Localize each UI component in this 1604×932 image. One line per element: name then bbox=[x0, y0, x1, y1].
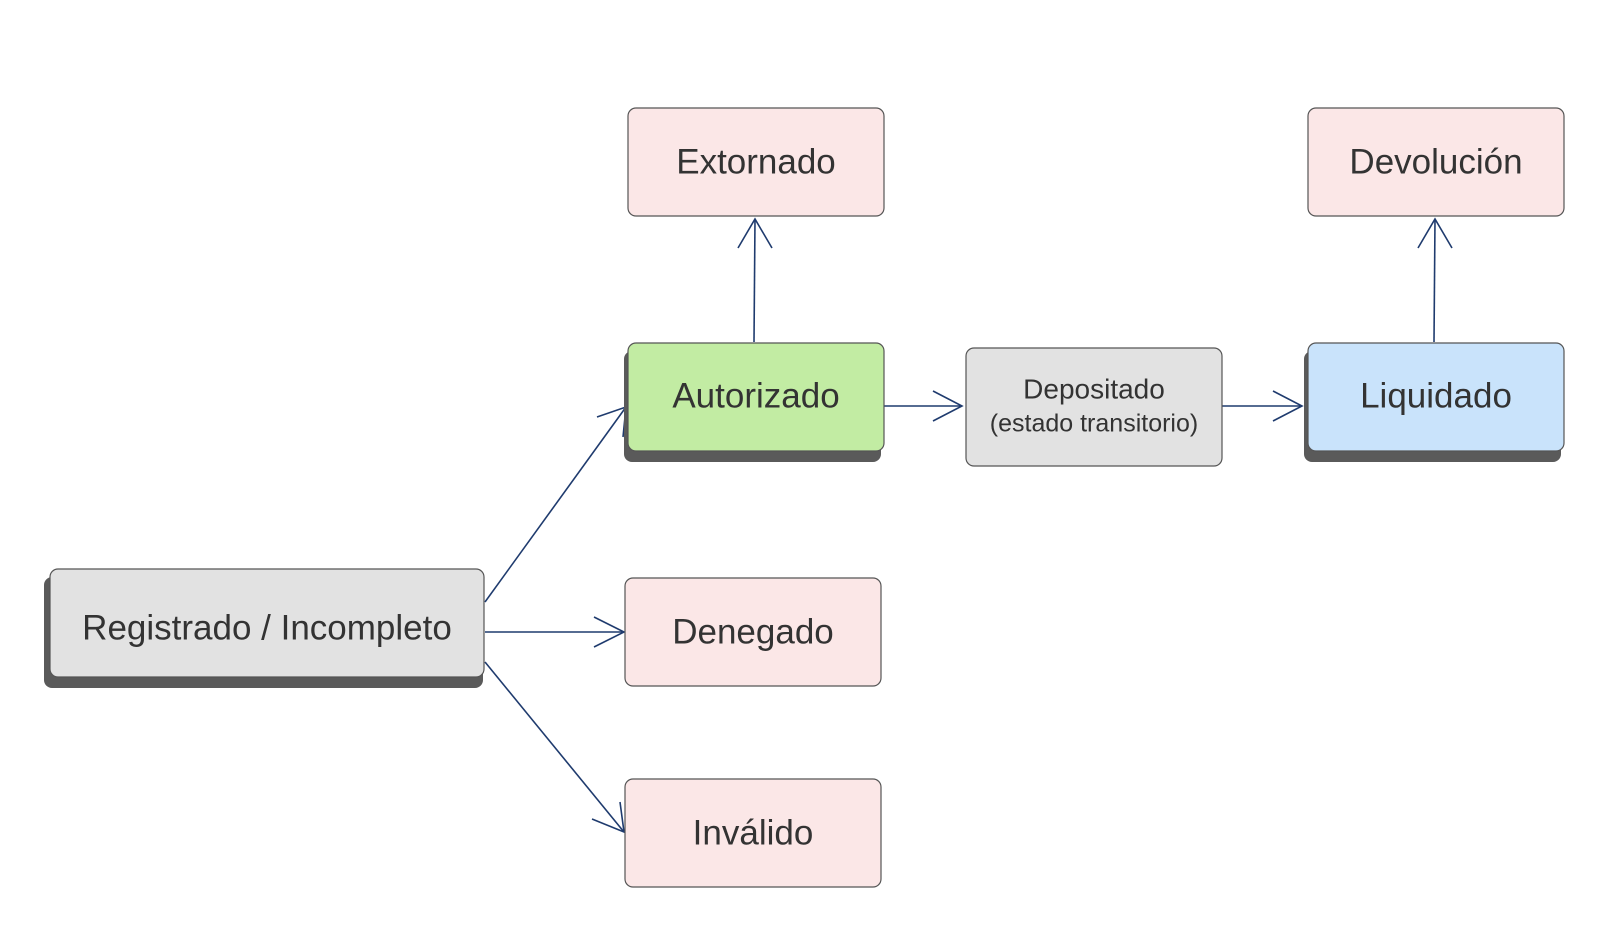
node-registrado-label: Registrado / Incompleto bbox=[82, 608, 452, 647]
edge-autorizado-extornado bbox=[737, 217, 773, 343]
node-denegado-label: Denegado bbox=[672, 612, 834, 651]
node-denegado[interactable]: Denegado bbox=[624, 577, 882, 687]
node-liquidado-label: Liquidado bbox=[1360, 376, 1512, 415]
node-registrado[interactable]: Registrado / Incompleto bbox=[44, 568, 485, 688]
edge-autorizado-depositado bbox=[884, 390, 964, 422]
node-depositado-sublabel: (estado transitorio) bbox=[990, 410, 1198, 438]
edges bbox=[484, 217, 1453, 834]
node-extornado-label: Extornado bbox=[676, 142, 836, 181]
node-invalido-label: Inválido bbox=[693, 813, 814, 852]
edge-registrado-denegado bbox=[485, 616, 626, 648]
edge-registrado-autorizado bbox=[484, 405, 627, 603]
node-devolucion-label: Devolución bbox=[1349, 142, 1522, 181]
edge-registrado-invalido bbox=[484, 661, 625, 834]
node-devolucion[interactable]: Devolución bbox=[1307, 107, 1565, 217]
node-autorizado-label: Autorizado bbox=[672, 376, 839, 415]
node-extornado[interactable]: Extornado bbox=[627, 107, 885, 217]
node-liquidado[interactable]: Liquidado bbox=[1304, 342, 1565, 462]
node-autorizado[interactable]: Autorizado bbox=[624, 342, 885, 462]
node-depositado[interactable]: Depositado (estado transitorio) bbox=[965, 347, 1223, 467]
edge-liquidado-devolucion bbox=[1417, 217, 1453, 343]
edge-depositado-liquidado bbox=[1221, 390, 1304, 422]
node-invalido[interactable]: Inválido bbox=[624, 778, 882, 888]
node-depositado-label: Depositado bbox=[1023, 373, 1165, 404]
